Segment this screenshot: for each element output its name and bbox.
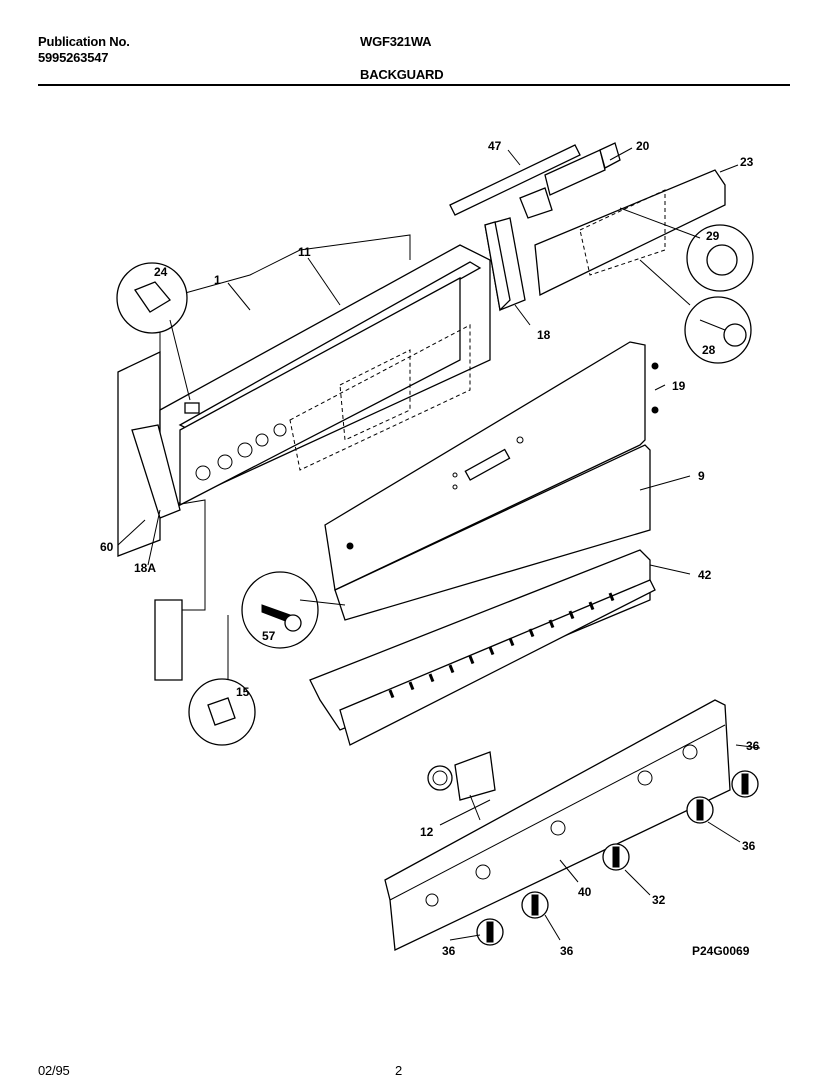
clip-callout xyxy=(188,678,256,746)
callout-1: 1 xyxy=(214,273,221,287)
callout-28: 28 xyxy=(702,343,716,357)
callout-19: 19 xyxy=(672,379,686,393)
callout-36-c: 36 xyxy=(442,944,456,958)
callout-24: 24 xyxy=(154,265,168,279)
callout-36-b: 36 xyxy=(742,839,756,853)
side-bracket-right xyxy=(484,217,526,312)
footer-page-number: 2 xyxy=(395,1063,403,1078)
footer-date: 02/95 xyxy=(38,1063,70,1078)
publication-number: 5995263547 xyxy=(38,50,109,65)
knob-icon xyxy=(476,918,504,946)
callout-60: 60 xyxy=(100,540,114,554)
knob-panel xyxy=(384,699,731,951)
section-title: BACKGUARD xyxy=(360,67,444,82)
callout-12: 12 xyxy=(420,825,434,839)
callout-47: 47 xyxy=(488,139,502,153)
side-bracket-left xyxy=(131,424,183,681)
vent-slots xyxy=(388,592,615,699)
callout-18a: 18A xyxy=(134,561,156,575)
callout-15: 15 xyxy=(236,685,250,699)
header-rule xyxy=(38,84,790,86)
callout-labels: 1 11 47 20 23 24 29 18 28 19 9 60 18A 42… xyxy=(100,139,760,958)
callout-32: 32 xyxy=(652,893,666,907)
thermostat-icon xyxy=(427,751,496,821)
switch-callout xyxy=(116,262,188,334)
callout-23: 23 xyxy=(740,155,754,169)
diagram-code: P24G0069 xyxy=(692,944,750,958)
knob-insert-callout xyxy=(684,296,752,364)
screw-callout xyxy=(241,571,319,649)
callout-36-d: 36 xyxy=(560,944,574,958)
callout-18: 18 xyxy=(537,328,551,342)
knob-icons xyxy=(476,770,759,946)
knob-icon xyxy=(731,770,759,798)
callout-40: 40 xyxy=(578,885,592,899)
clock-bracket xyxy=(449,142,726,297)
leader-lines xyxy=(117,147,761,941)
publication-label: Publication No. xyxy=(38,34,130,49)
backguard-main-panel xyxy=(117,234,491,640)
knob-icon xyxy=(602,843,630,871)
callout-9: 9 xyxy=(698,469,705,483)
callout-42: 42 xyxy=(698,568,712,582)
vent-trim xyxy=(309,549,656,746)
callout-36-a: 36 xyxy=(746,739,760,753)
knob-icon xyxy=(521,891,549,919)
model-number: WGF321WA xyxy=(360,34,432,49)
knob-icon xyxy=(686,796,714,824)
control-panel xyxy=(324,341,659,621)
callout-57: 57 xyxy=(262,629,276,643)
callout-29: 29 xyxy=(706,229,720,243)
callout-11: 11 xyxy=(298,245,311,259)
callout-20: 20 xyxy=(636,139,650,153)
knob-callout xyxy=(686,224,754,292)
